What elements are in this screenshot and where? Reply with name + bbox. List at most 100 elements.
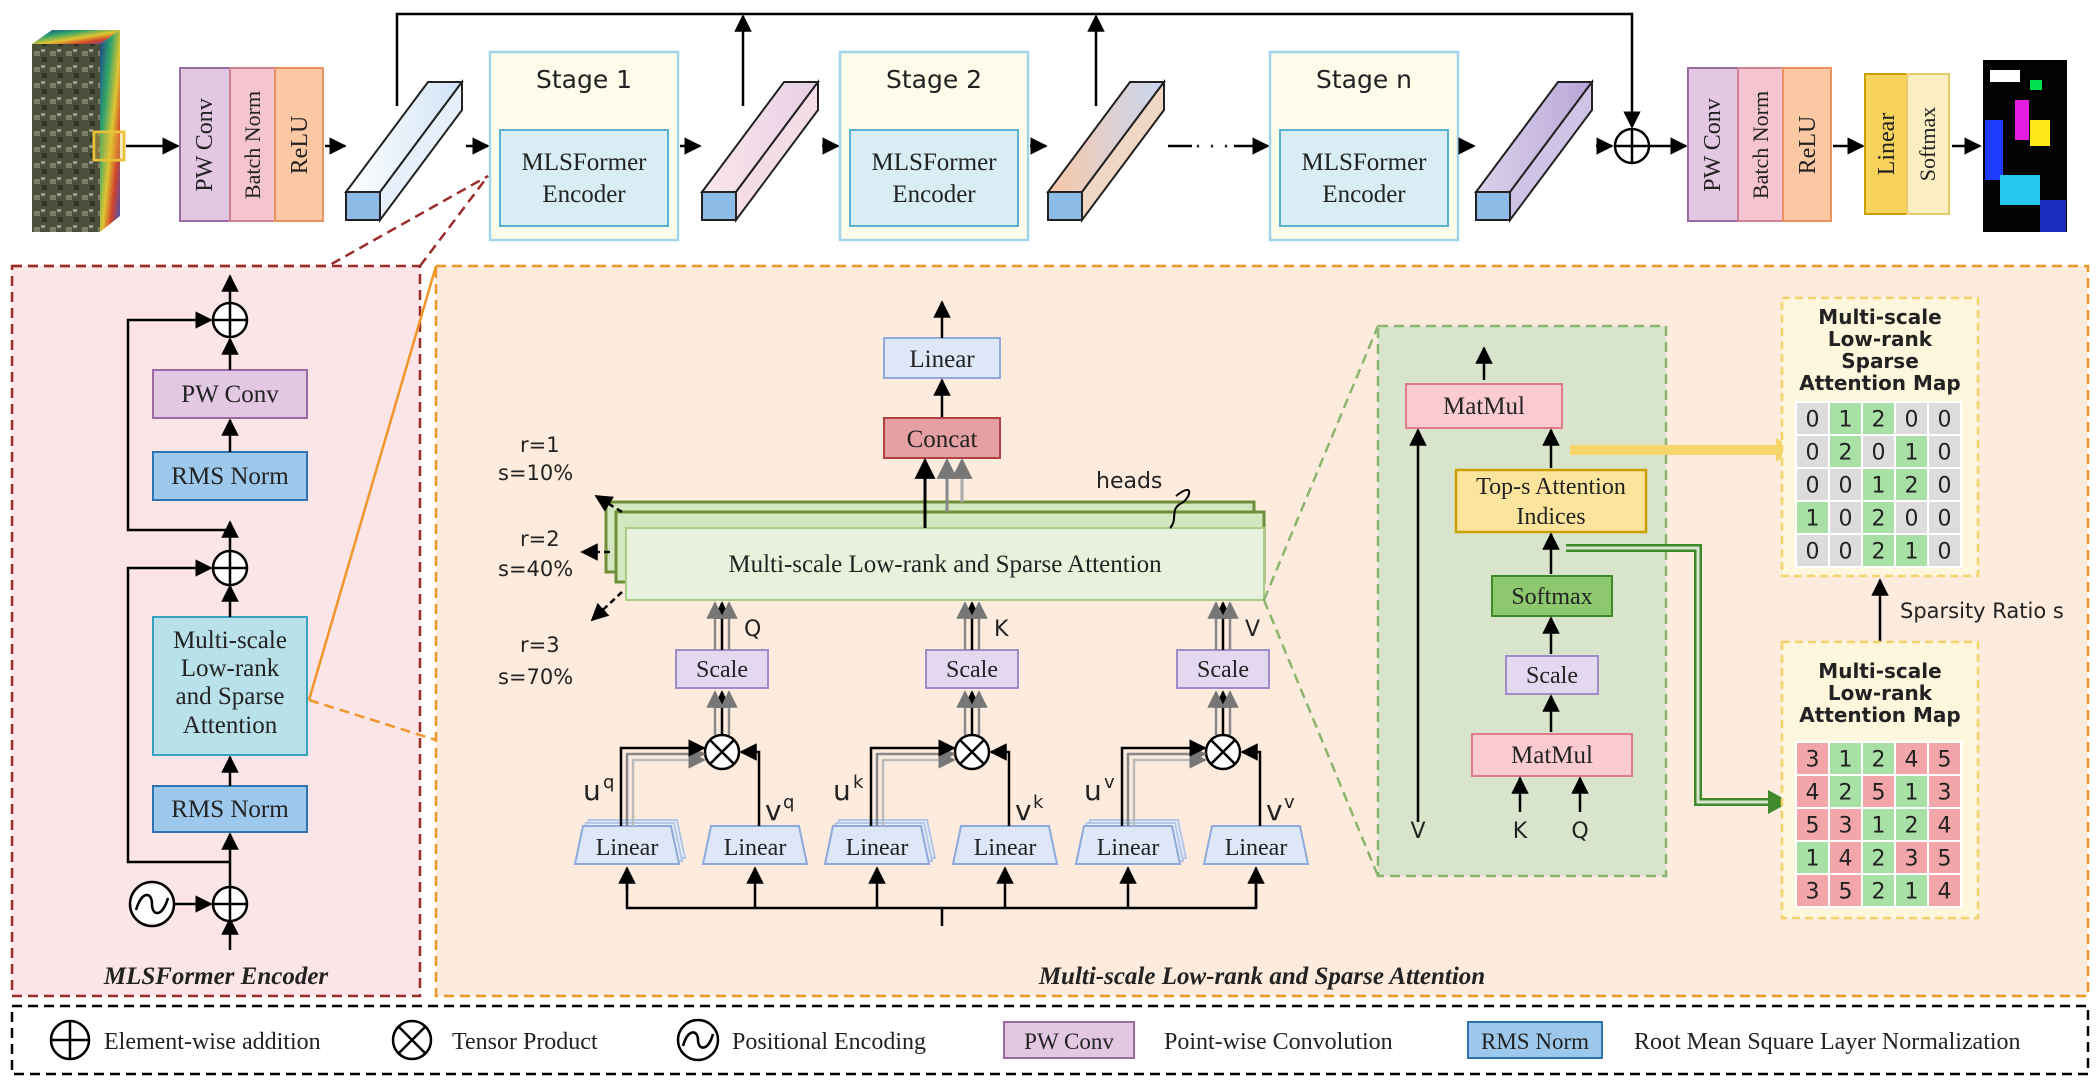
grid-cell-value: 0 bbox=[1872, 441, 1886, 466]
top-softmax-block: Softmax bbox=[1906, 73, 1950, 215]
linear-left-label: Linear bbox=[596, 835, 659, 861]
scale-block-q: Scale bbox=[675, 649, 769, 689]
grid-cell bbox=[1861, 741, 1896, 776]
grid-cell-value: 0 bbox=[1806, 441, 1820, 466]
encoder-rmsnorm-top-label: RMS Norm bbox=[171, 463, 289, 490]
stage-2: Stage 2 MLSFormer Encoder bbox=[838, 50, 1030, 242]
attention-main-label: Multi-scale Low-rank and Sparse Attentio… bbox=[728, 551, 1162, 578]
inner-k-label: K bbox=[1513, 819, 1528, 844]
grid-cell-value: 5 bbox=[1806, 814, 1820, 839]
inner-q-label: Q bbox=[1571, 819, 1588, 844]
top-batchnorm2-label: Batch Norm bbox=[1748, 91, 1773, 199]
top-pipeline: PW Conv Batch Norm ReLU Stage 1 MLSForme… bbox=[32, 12, 2067, 242]
softmax-label: Softmax bbox=[1511, 584, 1592, 610]
legend: Element-wise addition Tensor Product Pos… bbox=[10, 1004, 2090, 1076]
grid-cell-value: 2 bbox=[1872, 847, 1886, 872]
grid-cell-value: 0 bbox=[1938, 540, 1952, 565]
grid-cell bbox=[1894, 873, 1929, 908]
attention-panel-caption: Multi-scale Low-rank and Sparse Attentio… bbox=[1038, 963, 1485, 990]
u-sup-label: k bbox=[853, 772, 864, 793]
grid-cell-value: 0 bbox=[1938, 507, 1952, 532]
top-batchnorm2-block: Batch Norm bbox=[1737, 67, 1784, 222]
sparse-map-title-3: Sparse bbox=[1841, 349, 1919, 373]
encoder-mlsa-line3: and Sparse bbox=[176, 683, 285, 710]
top-relu2-label: ReLU bbox=[1795, 116, 1821, 175]
linear-right-k bbox=[951, 825, 1059, 865]
grid-cell-value: 0 bbox=[1806, 474, 1820, 499]
lowrank-map-title-2: Low-rank bbox=[1828, 681, 1933, 705]
grid-cell-value: 2 bbox=[1839, 781, 1853, 806]
legend-pwconv-label: Point-wise Convolution bbox=[1164, 1029, 1393, 1055]
topk-line1: Top-s Attention bbox=[1476, 474, 1626, 500]
pwconv-swatch: PW Conv bbox=[1003, 1021, 1135, 1059]
top-batchnorm-block: Batch Norm bbox=[229, 67, 276, 222]
grid-cell bbox=[1927, 533, 1962, 568]
softmax-block: Softmax bbox=[1491, 575, 1613, 617]
grid-cell bbox=[1861, 500, 1896, 535]
grid-cell bbox=[1927, 500, 1962, 535]
grid-cell-value: 1 bbox=[1806, 507, 1820, 532]
grid-cell bbox=[1828, 434, 1863, 469]
input-hsi-cube bbox=[32, 30, 126, 232]
attention-panel: Linear Concat Multi-scale Low-rank and S… bbox=[307, 264, 2090, 998]
sparsity-ratio-label: Sparsity Ratio s bbox=[1900, 599, 2064, 623]
grid-cell bbox=[1828, 741, 1863, 776]
stage-ellipsis: · · · bbox=[1195, 135, 1230, 160]
top-batchnorm-label: Batch Norm bbox=[240, 91, 265, 199]
linear-right-v bbox=[1202, 825, 1310, 865]
v-label: v bbox=[1266, 794, 1283, 827]
encoder-pwconv-label: PW Conv bbox=[181, 381, 279, 408]
tensor-product-icon bbox=[391, 1019, 433, 1061]
scale-r2: r=2 bbox=[520, 527, 560, 551]
grid-cell-value: 1 bbox=[1806, 847, 1820, 872]
legend-add-label: Element-wise addition bbox=[104, 1029, 321, 1055]
grid-cell-value: 2 bbox=[1872, 748, 1886, 773]
grid-cell-value: 3 bbox=[1938, 781, 1952, 806]
grid-cell bbox=[1927, 434, 1962, 469]
lowrank-map-title-1: Multi-scale bbox=[1818, 659, 1941, 683]
top-add-icon bbox=[1613, 127, 1651, 165]
grid-cell bbox=[1927, 807, 1962, 842]
inner-v-label: V bbox=[1410, 819, 1425, 844]
top-pwconv-block: PW Conv bbox=[179, 67, 231, 222]
grid-cell-value: 1 bbox=[1872, 474, 1886, 499]
linear-left-k bbox=[823, 825, 931, 865]
encoder-mlsa-line4: Attention bbox=[183, 712, 278, 739]
sparse-map-title-4: Attention Map bbox=[1799, 371, 1960, 395]
grid-cell bbox=[1828, 840, 1863, 875]
top-pwconv2-block: PW Conv bbox=[1687, 67, 1739, 222]
grid-cell-value: 0 bbox=[1839, 507, 1853, 532]
v-sup-label: v bbox=[1284, 792, 1295, 813]
grid-cell-value: 0 bbox=[1938, 441, 1952, 466]
encoder-panel-caption: MLSFormer Encoder bbox=[103, 963, 329, 990]
grid-cell bbox=[1861, 807, 1896, 842]
stage-n-encoder-line2: Encoder bbox=[1322, 181, 1406, 208]
attention-detail-panel: MatMul V Top-s Attention Indices Softmax… bbox=[1376, 324, 1668, 878]
grid-cell-value: 2 bbox=[1905, 474, 1919, 499]
legend-pe-label: Positional Encoding bbox=[732, 1029, 926, 1055]
scale-r3: r=3 bbox=[520, 633, 560, 657]
scale-label: Scale bbox=[696, 657, 748, 683]
tensor-1 bbox=[344, 78, 464, 224]
grid-cell-value: 0 bbox=[1938, 474, 1952, 499]
encoder-rmsnorm-top: RMS Norm bbox=[152, 451, 308, 501]
grid-cell-value: 4 bbox=[1806, 781, 1820, 806]
legend-positional-encoding-icon bbox=[676, 1018, 720, 1062]
top-relu-block: ReLU bbox=[274, 67, 324, 222]
u-label: u bbox=[1084, 774, 1102, 807]
grid-cell bbox=[1861, 434, 1896, 469]
grid-cell bbox=[1861, 533, 1896, 568]
output-linear-block: Linear bbox=[883, 337, 1001, 379]
top-relu-label: ReLU bbox=[287, 116, 313, 175]
grid-cell-value: 2 bbox=[1872, 507, 1886, 532]
grid-cell-value: 4 bbox=[1905, 748, 1919, 773]
encoder-middle-add-icon bbox=[211, 549, 249, 587]
top-softmax-label: Softmax bbox=[1915, 107, 1940, 182]
scale-labels: r=1 s=10% r=2 s=40% r=3 s=70% bbox=[498, 433, 623, 689]
